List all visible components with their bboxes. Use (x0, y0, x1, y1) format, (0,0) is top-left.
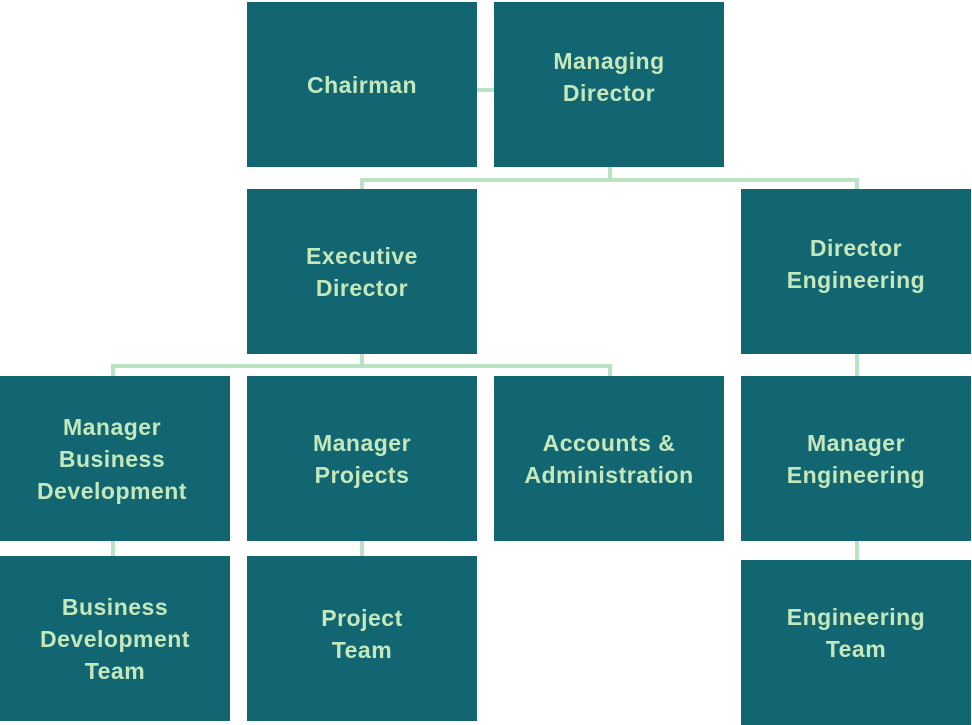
connector (360, 178, 859, 182)
connector (855, 178, 859, 189)
connector (608, 166, 612, 182)
node-manager-business-development: Manager Business Development (0, 376, 230, 541)
connector (360, 354, 364, 368)
node-business-development-team: Business Development Team (0, 556, 230, 721)
connector (111, 364, 115, 376)
connector (360, 178, 364, 189)
connector (477, 88, 494, 92)
node-project-team: Project Team (247, 556, 477, 721)
connector (111, 541, 115, 556)
node-executive-director: Executive Director (247, 189, 477, 354)
node-director-engineering: Director Engineering (741, 189, 971, 354)
node-manager-engineering: Manager Engineering (741, 376, 971, 541)
connector (111, 364, 612, 368)
node-chairman: Chairman (247, 2, 477, 167)
node-managing-director: Managing Director (494, 2, 724, 167)
node-accounts-administration: Accounts & Administration (494, 376, 724, 541)
connector (360, 541, 364, 556)
connector (608, 364, 612, 376)
connector (855, 354, 859, 376)
connector (855, 541, 859, 560)
node-manager-projects: Manager Projects (247, 376, 477, 541)
node-engineering-team: Engineering Team (741, 560, 971, 725)
